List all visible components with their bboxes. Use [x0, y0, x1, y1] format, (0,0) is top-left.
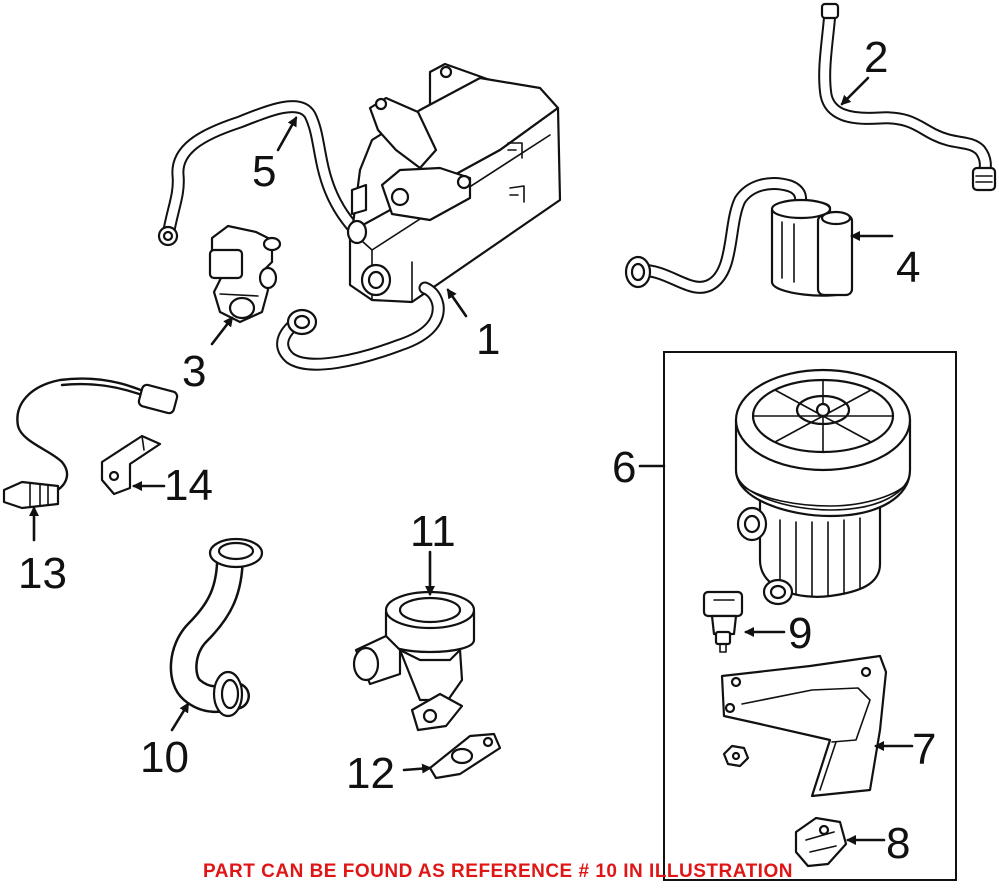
- part-11-check-valve: [352, 590, 476, 732]
- callout-11: 11: [410, 507, 456, 556]
- part-9-sensor: [702, 590, 744, 653]
- callout-6: 6: [612, 443, 636, 492]
- part-12-gasket: [428, 732, 502, 780]
- part-13-oxygen-sensor: [2, 377, 179, 510]
- callout-7: 7: [912, 725, 936, 774]
- leader-lines: [29, 76, 914, 845]
- part-7-shield-bracket: [720, 654, 888, 798]
- part-6-secondary-air-pump: [734, 368, 912, 606]
- callout-13: 13: [18, 549, 67, 598]
- callout-2: 2: [864, 33, 888, 82]
- part-5-vent-hose: [157, 100, 367, 247]
- part-1-purge-hose: [276, 281, 445, 371]
- part-3-purge-valve: [208, 224, 282, 324]
- callout-14: 14: [164, 461, 213, 510]
- part-2-hose: [818, 2, 997, 192]
- part-4-leak-detection-pump: [624, 177, 854, 297]
- callout-4: 4: [896, 243, 920, 292]
- callout-3: 3: [182, 347, 206, 396]
- callout-9: 9: [788, 609, 812, 658]
- part-10-air-hose: [169, 537, 264, 718]
- part-8-clip: [794, 816, 848, 868]
- callout-1: 1: [476, 315, 500, 364]
- reference-note: PART CAN BE FOUND AS REFERENCE # 10 IN I…: [203, 861, 793, 882]
- callout-labels: 1 2 3 4 5 6 7 8 9 10 11 12 13 14: [18, 33, 936, 868]
- part-14-bracket: [100, 434, 162, 496]
- callout-12: 12: [346, 749, 395, 798]
- callout-8: 8: [886, 819, 910, 868]
- callout-10: 10: [140, 733, 189, 782]
- callout-5: 5: [252, 147, 276, 196]
- part-1-charcoal-canister: [346, 62, 562, 304]
- part-6-group-frame: [663, 351, 957, 881]
